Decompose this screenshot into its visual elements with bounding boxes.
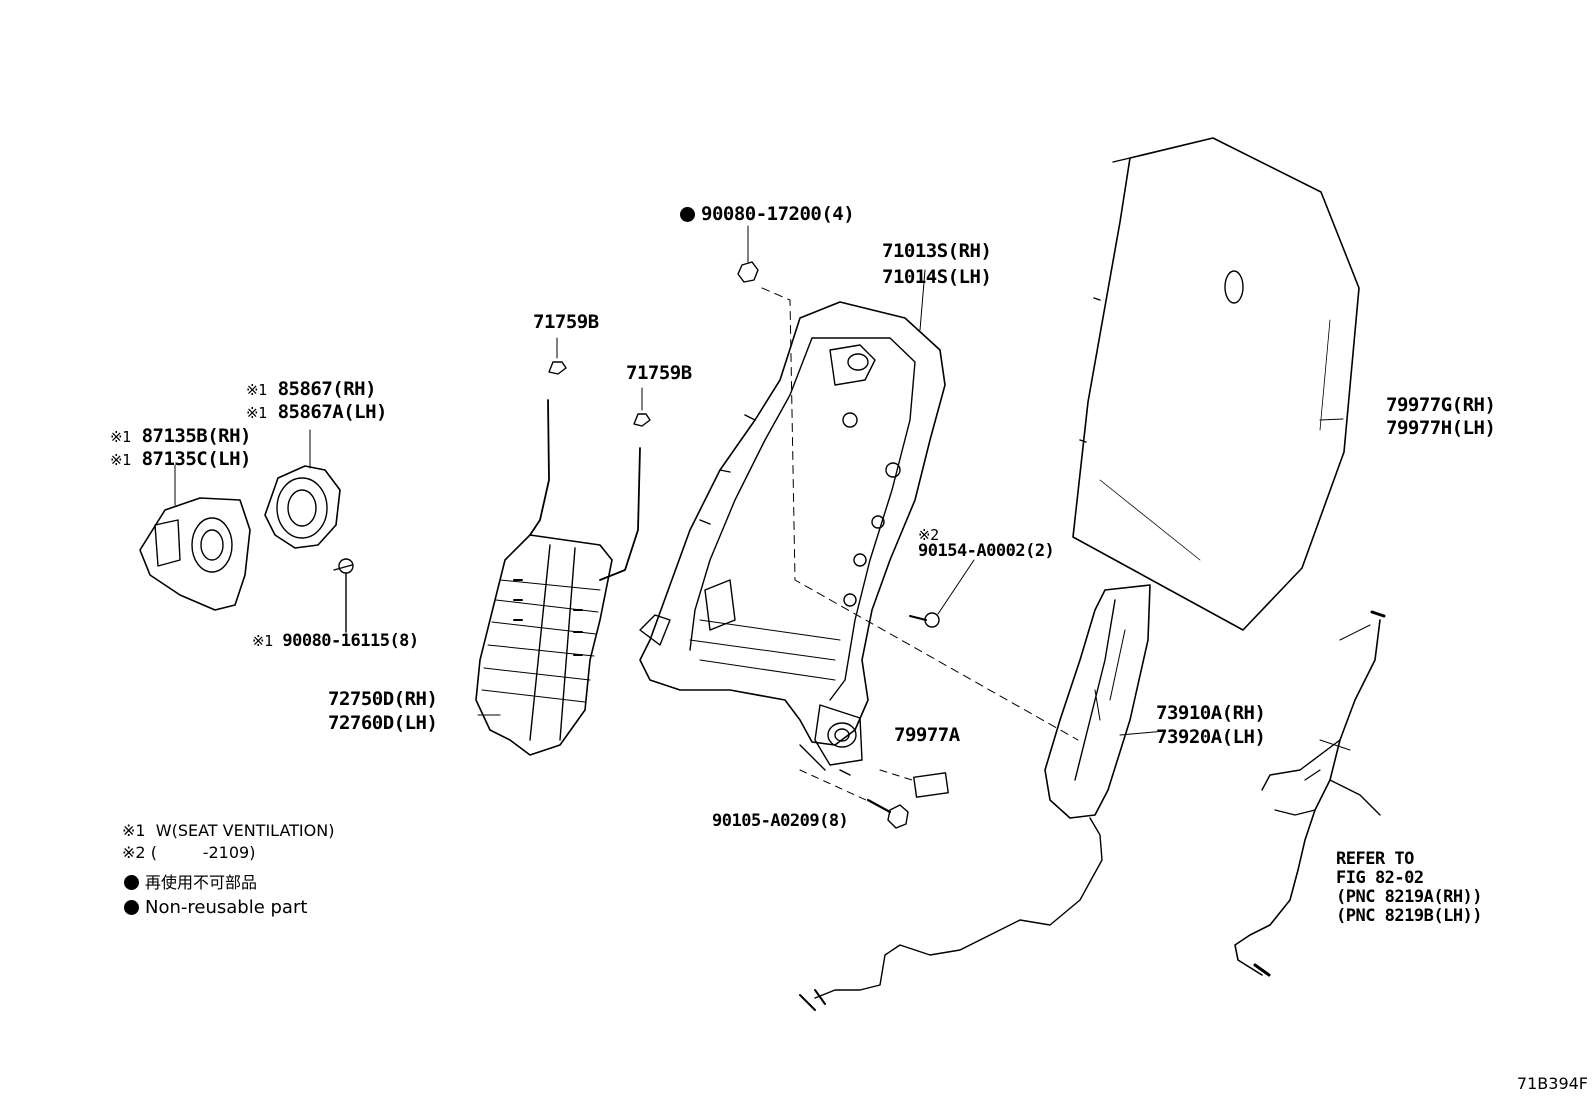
seatback-board-79977 [1072, 137, 1360, 631]
part-label-71014s: 71014S(LH) [882, 266, 992, 288]
seatback-frame-71013s [639, 301, 946, 776]
nonreusable-dot-icon [124, 900, 139, 915]
part-label-90154: 90154-A0002(2) [918, 541, 1055, 561]
part-label-72750d: 72750D(RH) [328, 688, 438, 710]
spring-panel-72750d [475, 399, 641, 756]
screw-90080-16115 [333, 558, 354, 633]
legend-note2: ※2 ( -2109) [122, 843, 256, 862]
figure-code: 71B394F [1516, 1074, 1588, 1093]
part-label-73910a: 73910A(RH) [1156, 702, 1266, 724]
refer-to-fig: REFER TO FIG 82-02 (PNC 8219A(RH)) (PNC … [1336, 849, 1483, 926]
part-label-79977h: 79977H(LH) [1386, 417, 1496, 439]
part-label-71013s: 71013S(RH) [882, 240, 992, 262]
clip-71759b-parts [548, 337, 651, 427]
nut-90080-17200 [737, 225, 759, 283]
part-label-87135c: ※1 87135C(LH) [110, 448, 251, 470]
part-label-90105: 90105-A0209(8) [712, 811, 849, 831]
wire-harness [1234, 610, 1386, 977]
legend-nonreusable-jp: 再使用不可部品 [124, 873, 257, 893]
part-label-73920a: 73920A(LH) [1156, 726, 1266, 748]
part-label-85867: ※1 85867(RH) [246, 378, 377, 400]
part-label-72760d: 72760D(LH) [328, 712, 438, 734]
part-label-79977a: 79977A [894, 724, 960, 746]
nonreusable-dot-icon [124, 875, 139, 890]
part-label-87135b: ※1 87135B(RH) [110, 425, 251, 447]
part-label-90080-16115: ※1 90080-16115(8) [252, 631, 419, 651]
part-label-71759b-left: 71759B [533, 311, 599, 333]
part-label-71759b-right: 71759B [626, 362, 692, 384]
label-79977a-sticker [913, 772, 949, 798]
fan-85867 [264, 429, 341, 549]
leader-lines [477, 269, 1344, 741]
side-airbag-73910a [799, 584, 1151, 1011]
part-label-90080-17200: 90080-17200(4) [680, 203, 855, 225]
part-label-79977g: 79977G(RH) [1386, 394, 1496, 416]
part-label-85867a: ※1 85867A(LH) [246, 401, 387, 423]
nonreusable-dot-icon [680, 207, 695, 222]
legend-note1: ※1 W(SEAT VENTILATION) [122, 821, 335, 840]
blower-87135 [139, 464, 251, 611]
note2-mark-90154: ※2 [918, 526, 939, 544]
screw-90154 [909, 559, 975, 628]
bolt-90105 [799, 769, 909, 829]
legend-nonreusable-en: Non-reusable part [124, 898, 307, 918]
